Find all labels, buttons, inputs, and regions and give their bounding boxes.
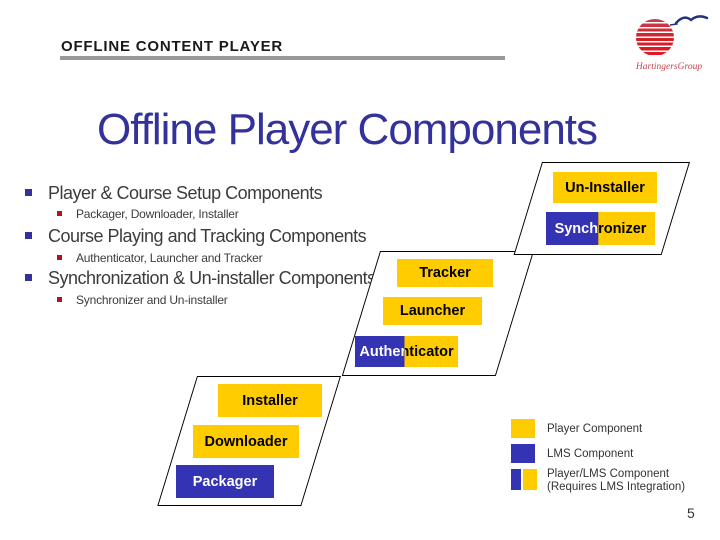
- bullet-square-icon: [25, 188, 32, 196]
- sub-bullet-square-icon: [57, 297, 62, 303]
- company-logo: HartingersGroup: [626, 8, 712, 72]
- header-rule: [60, 56, 505, 60]
- component-label: Tracker: [419, 265, 471, 281]
- legend-label-split-line1: Player/LMS Component: [547, 468, 670, 480]
- component-box-downloader: Downloader: [193, 425, 299, 458]
- header-title: OFFLINE CONTENT PLAYER: [61, 38, 284, 55]
- component-box-installer: Installer: [218, 384, 322, 417]
- bullet-label: Synchronization & Un-installer Component…: [48, 268, 376, 288]
- sub-bullet-label: Packager, Downloader, Installer: [76, 207, 239, 221]
- component-box-uninstaller: Un-Installer: [553, 172, 657, 203]
- legend-swatch-split-yellow: [523, 469, 537, 490]
- legend-swatch-lms: [511, 444, 535, 463]
- sub-bullet-square-icon: [57, 255, 62, 261]
- bullet-square-icon: [25, 273, 32, 281]
- sub-bullet-item-2: Authenticator, Launcher and Tracker: [57, 251, 263, 265]
- legend-label-split-line2: (Requires LMS Integration): [547, 481, 686, 493]
- component-label: Launcher: [399, 303, 466, 319]
- component-box-packager: Packager: [176, 465, 274, 498]
- bullet-label: Course Playing and Tracking Components: [48, 226, 367, 246]
- legend-label-split: Player/LMS Component (Requires LMS Integ…: [547, 468, 685, 494]
- logo-company-name: HartingersGroup: [635, 62, 703, 72]
- striped-globe-icon: [636, 19, 674, 56]
- sub-bullet-label: Authenticator, Launcher and Tracker: [76, 251, 263, 265]
- legend-label-lms: LMS Component: [547, 448, 634, 460]
- bird-icon: [670, 15, 709, 26]
- component-box-launcher: Launcher: [383, 297, 482, 325]
- component-box-authenticator: Authenticator Authenticator: [355, 336, 458, 367]
- sub-bullet-item-3: Synchronizer and Un-installer: [57, 293, 228, 307]
- sub-bullet-label: Synchronizer and Un-installer: [76, 293, 228, 307]
- bullet-item-1: Player & Course Setup Components: [25, 183, 323, 203]
- slide-title: Offline Player Components: [97, 105, 598, 154]
- legend-swatch-player: [511, 419, 535, 438]
- component-box-tracker: Tracker: [397, 259, 493, 287]
- page-number: 5: [687, 505, 695, 521]
- bullet-label: Player & Course Setup Components: [48, 183, 323, 203]
- component-label: Installer: [242, 392, 298, 409]
- component-label-overlay: Synchronizer: [546, 212, 599, 245]
- component-label: Downloader: [204, 433, 288, 450]
- bullet-item-2: Course Playing and Tracking Components: [25, 226, 367, 246]
- sub-bullet-item-1: Packager, Downloader, Installer: [57, 207, 239, 221]
- sub-bullet-square-icon: [57, 211, 62, 217]
- legend-label-player: Player Component: [547, 423, 643, 435]
- component-box-synchronizer: Synchronizer Synchronizer: [546, 212, 655, 245]
- component-label: Un-Installer: [565, 179, 645, 196]
- bullet-item-3: Synchronization & Un-installer Component…: [25, 268, 376, 288]
- component-label: Packager: [192, 473, 258, 490]
- legend-swatch-split-blue: [511, 469, 521, 490]
- bullet-square-icon: [25, 231, 32, 239]
- component-label-overlay: Authenticator: [355, 336, 405, 367]
